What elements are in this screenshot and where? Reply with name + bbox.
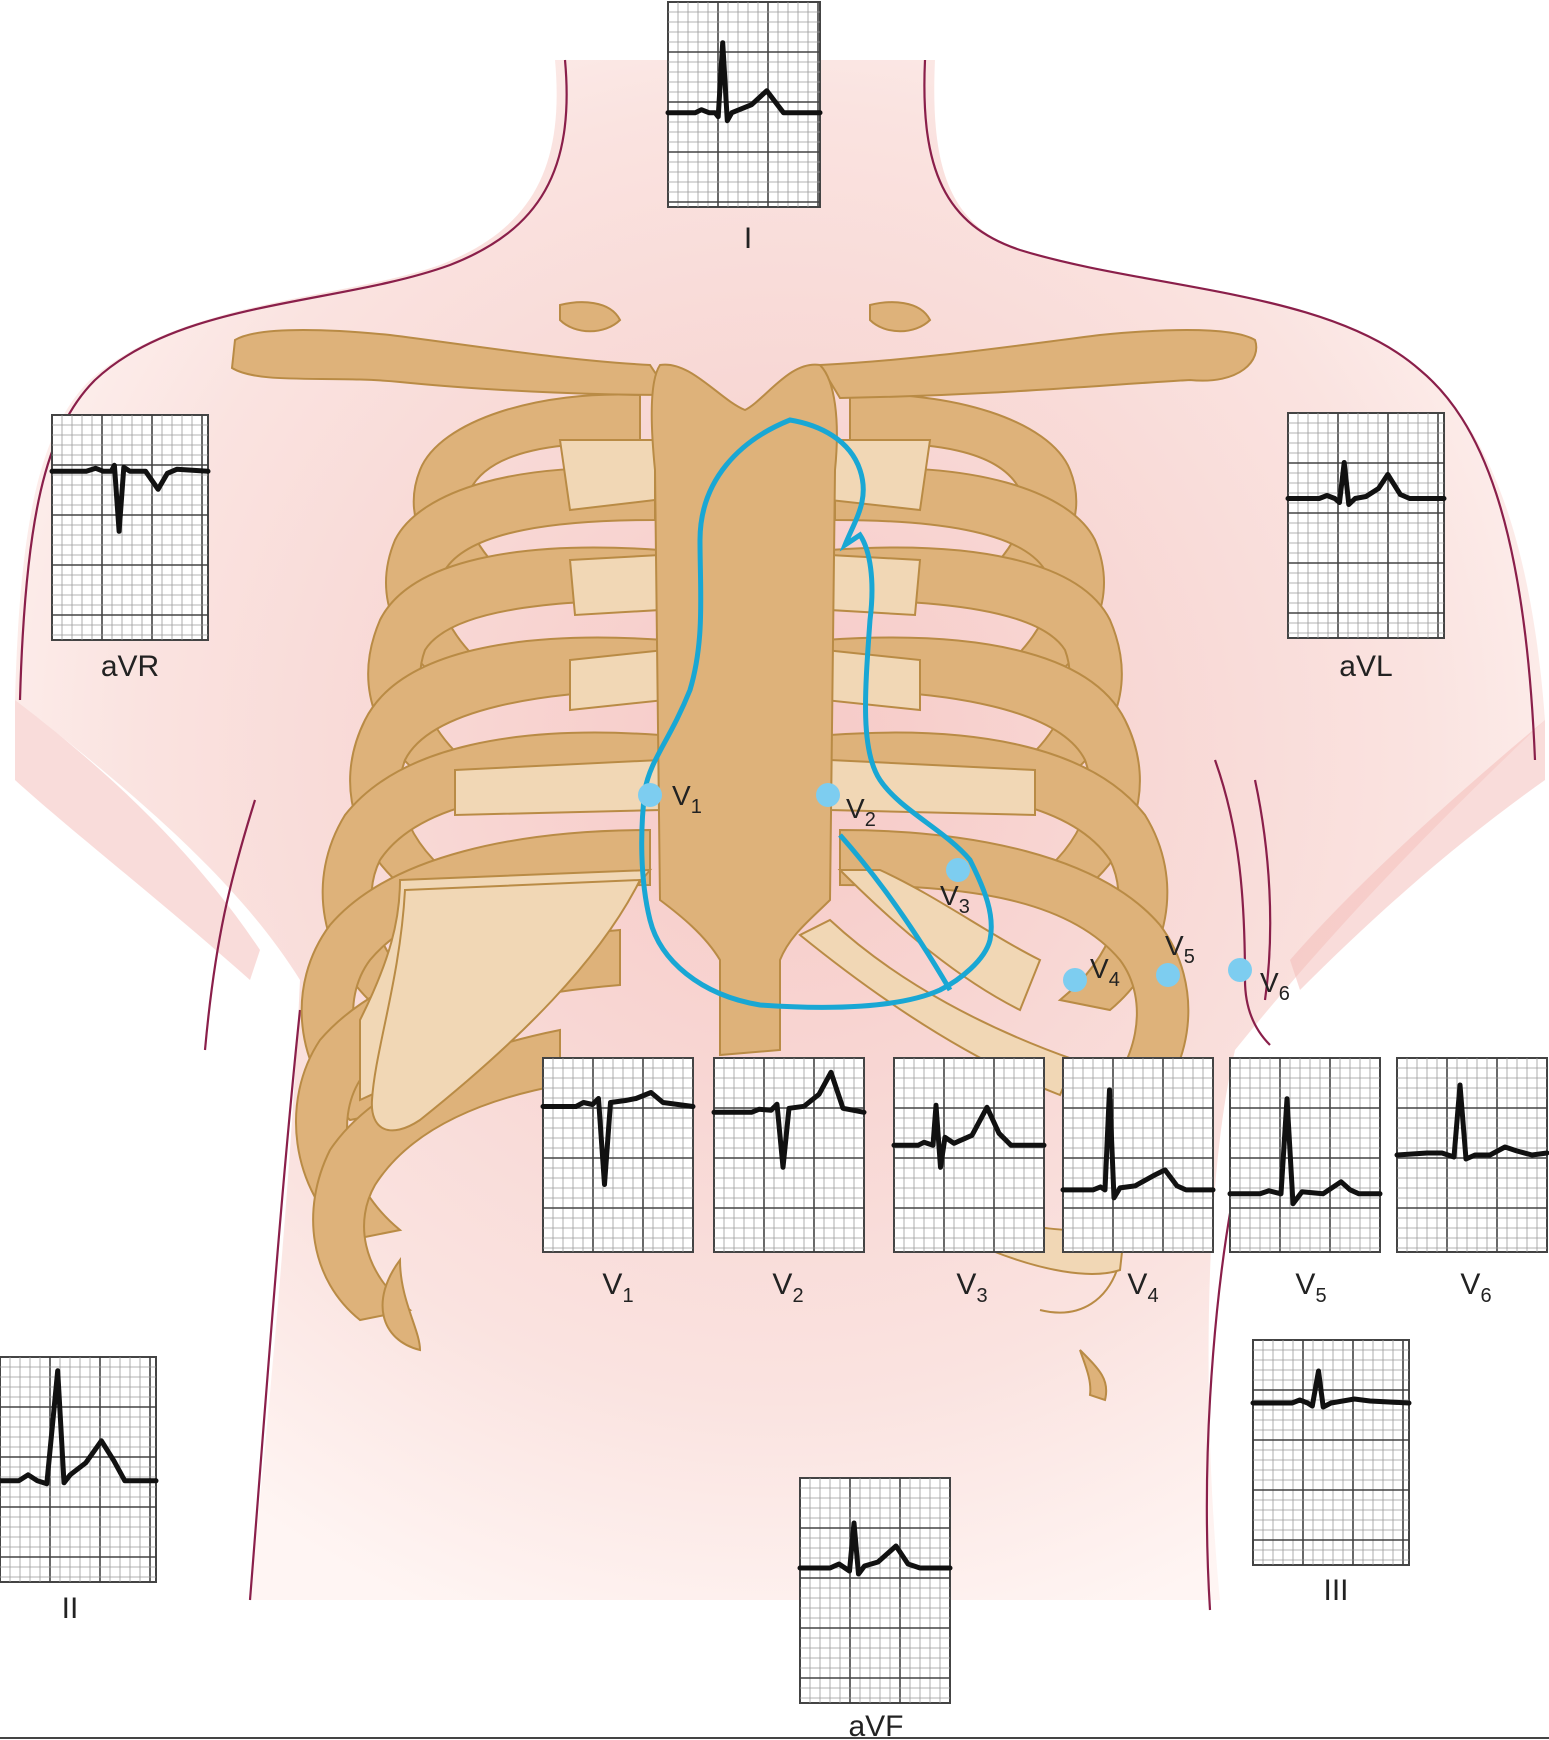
ribs-image-right — [824, 393, 1190, 1402]
clavicles — [230, 301, 1258, 400]
ecg-panel-V5-grid — [1230, 1058, 1380, 1252]
lower-cartilage-left — [370, 878, 642, 1132]
electrodes: V1 V2 V3 V4 V5 V6 — [638, 780, 1290, 1005]
left-flank-line — [203, 799, 257, 1051]
ecg-panel-aVL-trace — [1285, 460, 1447, 507]
ecg-panel-V2-background — [713, 1057, 865, 1253]
lead-label-V6: V6 — [1460, 1268, 1491, 1307]
ecg-panel-aVR — [49, 414, 211, 641]
right-breast-line — [1213, 759, 1271, 1046]
lead-label-I: I — [744, 222, 752, 255]
ecg-panel-aVF-background — [799, 1477, 951, 1704]
ecg-panel-V2 — [711, 1057, 867, 1253]
right-flank-line — [1253, 779, 1272, 1001]
ecg-panel-II-grid — [0, 1357, 156, 1582]
left-waist-line — [248, 1009, 302, 1601]
electrode-v4-dot — [1063, 968, 1087, 992]
ecg-panel-V2-trace — [711, 1069, 867, 1170]
ecg-panel-V4-background — [1062, 1057, 1214, 1253]
neck-right-line — [923, 59, 1537, 761]
ecg-panel-II-trace — [0, 1368, 159, 1487]
ecg-panel-V6-trace — [1394, 1082, 1549, 1162]
rib-cage — [295, 393, 1190, 1402]
ecg-panel-I-trace — [665, 40, 823, 124]
ecg-panel-aVL-background — [1287, 412, 1445, 639]
lead-labels: I aVR aVL II aVF III V1 V2 V3 V4 V5 V6 — [62, 222, 1492, 1740]
ecg-panel-V3 — [891, 1057, 1047, 1253]
ecg-panel-V5-background — [1229, 1057, 1381, 1253]
ecg-panel-aVR-grid — [52, 415, 208, 640]
electrode-v1-label: V1 — [672, 780, 702, 818]
lead-label-V1: V1 — [602, 1268, 633, 1307]
ecg-panel-V1-grid — [543, 1058, 693, 1252]
electrode-v2-dot — [816, 783, 840, 807]
lead-label-V2: V2 — [772, 1268, 803, 1307]
clavicle-right — [818, 329, 1258, 400]
electrode-v3-label: V3 — [940, 880, 970, 918]
neck-left-line — [18, 59, 568, 701]
heart-septum — [838, 833, 953, 992]
lead-label-V3: V3 — [956, 1268, 987, 1307]
ecg-panel-aVL — [1285, 412, 1447, 639]
ecg-panel-aVF — [797, 1477, 953, 1704]
lead-label-V5: V5 — [1295, 1268, 1326, 1307]
ecg-panel-V1-background — [542, 1057, 694, 1253]
ecg-panel-I-grid — [668, 2, 820, 207]
ecg-panel-III-trace — [1250, 1368, 1412, 1410]
ecg-panel-aVL-grid — [1288, 413, 1444, 638]
ecg-panel-V5-trace — [1227, 1096, 1383, 1207]
ecg-panel-V6 — [1394, 1057, 1549, 1253]
ecg-panel-aVF-grid — [800, 1478, 950, 1703]
lead-label-aVR: aVR — [101, 650, 159, 683]
right-shoulder-shading — [1290, 720, 1545, 990]
ecg-panel-II — [0, 1356, 159, 1583]
heart-outline — [639, 417, 994, 1010]
lead-label-aVL: aVL — [1339, 650, 1392, 683]
ecg-panel-V4-trace — [1060, 1087, 1216, 1201]
ecg-panel-V3-grid — [894, 1058, 1044, 1252]
ecg-panel-III-grid — [1253, 1340, 1409, 1565]
ecg-panel-V3-trace — [891, 1102, 1047, 1170]
ecg-panels — [0, 1, 1549, 1704]
ecg-panel-V4-grid — [1063, 1058, 1213, 1252]
ecg-panel-aVF-trace — [797, 1520, 953, 1577]
lead-label-V4: V4 — [1127, 1268, 1158, 1307]
lead-label-II: II — [62, 1592, 79, 1625]
ecg-panel-I — [665, 1, 823, 208]
electrode-v3-dot — [946, 858, 970, 882]
electrode-v5-label: V5 — [1165, 930, 1195, 968]
electrode-v1-dot — [638, 783, 662, 807]
ecg-panel-V5 — [1227, 1057, 1383, 1253]
ecg-panel-III — [1250, 1339, 1412, 1566]
body-outline — [18, 59, 1537, 1611]
electrode-v4-label: V4 — [1090, 953, 1120, 991]
ecg-panel-V3-background — [893, 1057, 1045, 1253]
ecg-panel-V2-grid — [714, 1058, 864, 1252]
ecg-panel-aVR-background — [51, 414, 209, 641]
electrode-v5-dot — [1156, 963, 1180, 987]
electrode-v6-label: V6 — [1260, 967, 1290, 1005]
ecg-panel-V4 — [1060, 1057, 1216, 1253]
lead-label-aVF: aVF — [848, 1710, 903, 1740]
ecg-panel-I-background — [667, 1, 821, 208]
electrode-v2-label: V2 — [846, 793, 876, 831]
lead-label-III: III — [1323, 1574, 1348, 1607]
electrode-v6-dot — [1228, 958, 1252, 982]
ecg-panel-III-background — [1252, 1339, 1410, 1566]
ecg-panel-aVR-trace — [49, 462, 211, 534]
ecg-panel-V1-trace — [540, 1090, 696, 1187]
left-shoulder-shading — [15, 700, 260, 980]
ecg-panel-V1 — [540, 1057, 696, 1253]
